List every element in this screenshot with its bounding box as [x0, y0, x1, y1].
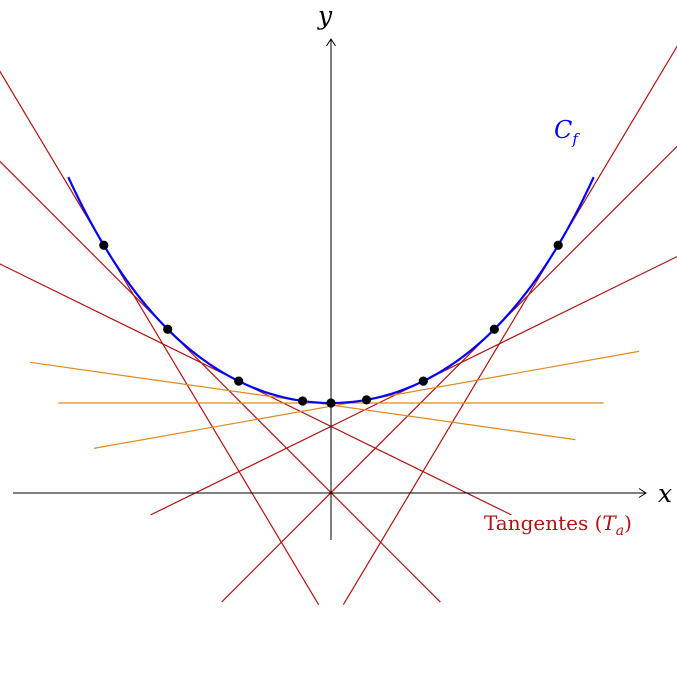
tangent-line — [0, 70, 320, 606]
tangent-point — [418, 376, 428, 386]
tangents-label: Tangentes (Ta) — [484, 511, 632, 539]
tangent-point — [553, 240, 563, 250]
tangent-line — [0, 263, 512, 516]
tangent-points — [99, 240, 563, 408]
x-axis-label: x — [658, 479, 672, 508]
tangent-point — [361, 395, 372, 405]
tangent-line — [150, 255, 677, 516]
tangents-label-sub: a — [616, 523, 624, 539]
y-axis-label: y — [317, 1, 333, 30]
curve-label-sub: f — [571, 130, 580, 148]
tangents-label-close: ) — [624, 511, 632, 535]
tangents-label-text: Tangentes ( — [484, 511, 602, 535]
tangent-point — [99, 240, 109, 250]
y-axis-arrow-icon — [326, 38, 336, 47]
curve-label-main: C — [554, 116, 572, 144]
x-axis-arrow-icon — [638, 488, 647, 498]
tangent-point — [163, 324, 173, 334]
tangent-point — [326, 398, 336, 408]
tangent-point — [489, 324, 499, 334]
tangent-point — [298, 396, 308, 406]
axes — [13, 38, 647, 540]
tangent-point — [234, 376, 244, 386]
tangent-line — [0, 160, 441, 603]
curve-label: Cf — [554, 116, 580, 148]
tangents-label-math: T — [602, 511, 617, 535]
